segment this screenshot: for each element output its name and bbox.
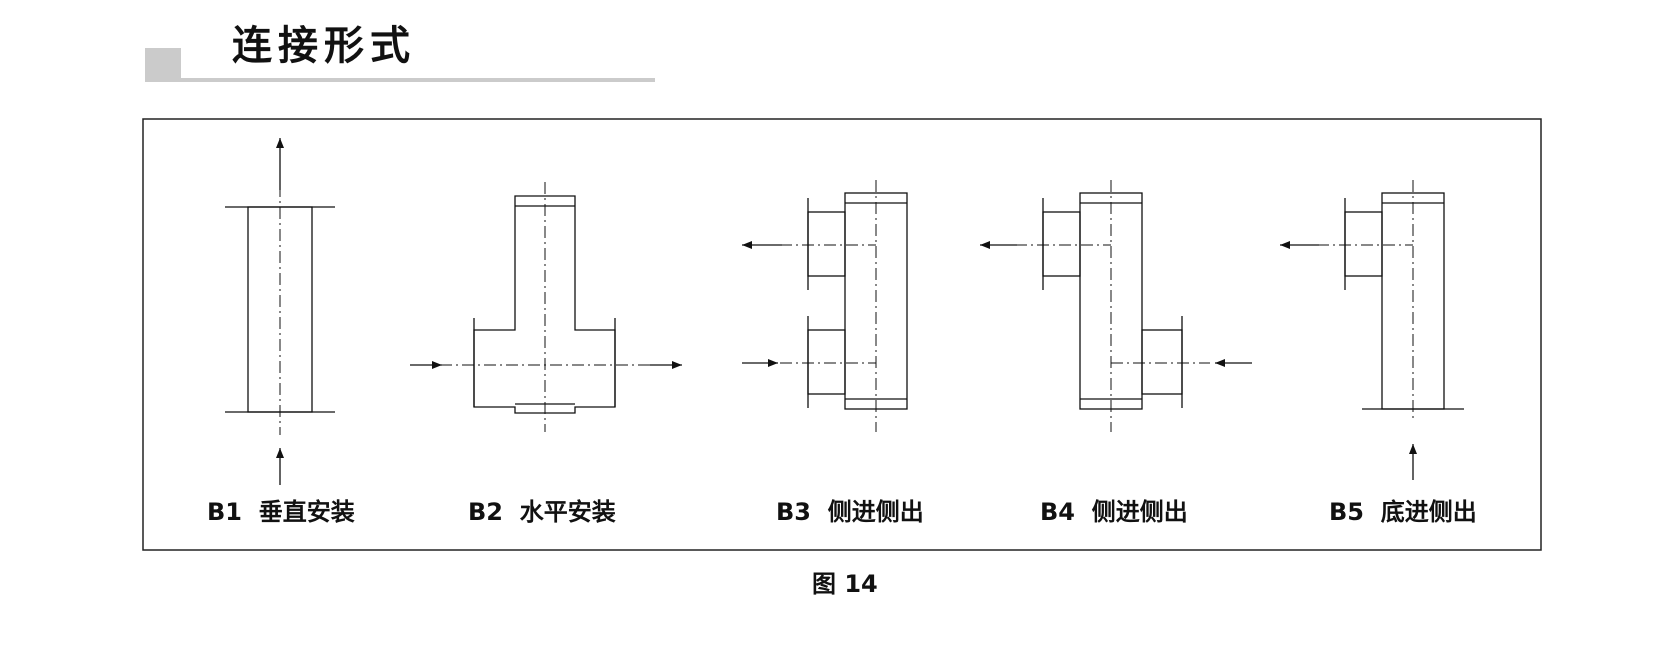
diagram-b2 [410, 182, 682, 432]
caption-b1-code: B1 [207, 498, 242, 526]
caption-b5: B5 底进侧出 [1329, 498, 1477, 526]
b3-lower-nozzle [807, 329, 846, 395]
figure-label: 图 14 [812, 570, 878, 598]
caption-b1-name: 垂直安装 [258, 498, 355, 526]
b3-upper-nozzle [807, 211, 846, 277]
caption-b2: B2 水平安装 [468, 498, 616, 526]
diagram-b4 [980, 180, 1252, 432]
caption-b3: B3 侧进侧出 [776, 498, 924, 526]
caption-b3-code: B3 [776, 498, 811, 526]
diagram-b1 [225, 138, 335, 485]
b5-side-nozzle [1344, 211, 1383, 277]
b4-left-nozzle [1042, 211, 1081, 277]
caption-b4: B4 侧进侧出 [1040, 498, 1188, 526]
diagram-b5 [1280, 180, 1464, 480]
caption-b2-code: B2 [468, 498, 503, 526]
header-accent-square [145, 48, 181, 81]
caption-b4-name: 侧进侧出 [1091, 498, 1188, 526]
caption-b5-code: B5 [1329, 498, 1364, 526]
caption-b5-name: 底进侧出 [1380, 498, 1477, 526]
caption-b4-code: B4 [1040, 498, 1075, 526]
figure-frame [142, 118, 1542, 551]
diagram-b3 [742, 180, 908, 432]
caption-b2-name: 水平安装 [519, 498, 616, 526]
b4-right-nozzle [1141, 329, 1183, 395]
caption-b1: B1 垂直安装 [207, 498, 355, 526]
header-underline [145, 78, 655, 82]
caption-b3-name: 侧进侧出 [827, 498, 924, 526]
page-title: 连接形式 [232, 23, 416, 69]
